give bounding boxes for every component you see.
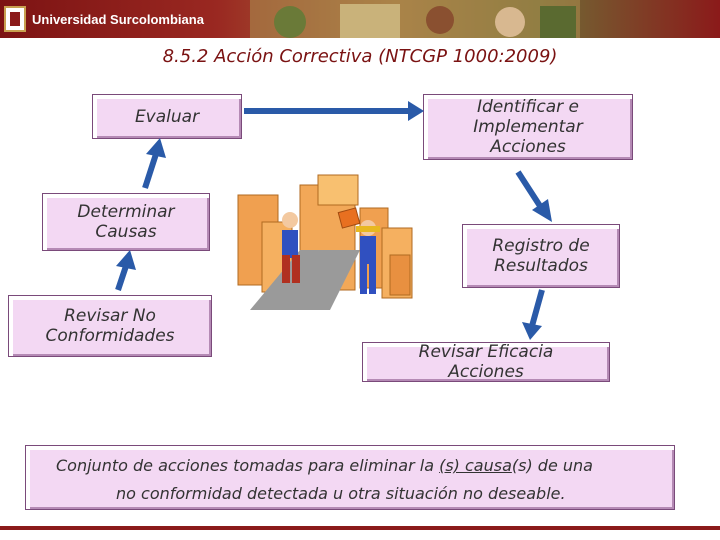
definition-causa: (s) causa bbox=[439, 456, 512, 475]
box-evaluar-label: Evaluar bbox=[134, 106, 200, 127]
page-title: 8.5.2 Acción Correctiva (NTCGP 1000:2009… bbox=[162, 46, 558, 67]
box-identificar: Identificar e Implementar Acciones bbox=[423, 94, 633, 160]
university-logo-icon bbox=[4, 6, 26, 32]
box-revisar-no-conformidades: Revisar No Conformidades bbox=[8, 295, 212, 357]
workers-illustration bbox=[237, 174, 413, 310]
arrow-registro-to-eficacia bbox=[522, 289, 545, 340]
box-registro-line2: Resultados bbox=[494, 256, 588, 276]
box-revisar-nc-line2: Conformidades bbox=[45, 326, 175, 346]
arrow-determinar-to-evaluar bbox=[142, 138, 166, 189]
box-determinar-line2: Causas bbox=[95, 222, 157, 242]
arrow-identificar-to-registro bbox=[515, 170, 552, 222]
box-revisar-eficacia: Revisar Eficacia Acciones bbox=[362, 342, 610, 382]
box-determinar: Determinar Causas bbox=[42, 193, 210, 251]
university-name: Universidad Surcolombiana bbox=[32, 12, 204, 27]
definition-line1-start: Conjunto de acciones tomadas para elimin… bbox=[56, 456, 440, 475]
box-identificar-line1: Identificar e bbox=[476, 97, 580, 117]
definition-line1-end: (s) de una bbox=[511, 456, 593, 475]
footer-bar bbox=[0, 520, 720, 540]
header-artwork bbox=[250, 0, 580, 38]
arrow-evaluar-to-identificar bbox=[244, 101, 424, 121]
arrow-revisar-to-determinar bbox=[115, 250, 136, 291]
box-registro-line1: Registro de bbox=[492, 236, 590, 256]
box-identificar-line3: Acciones bbox=[490, 137, 566, 157]
box-determinar-line1: Determinar bbox=[77, 202, 175, 222]
box-evaluar: Evaluar bbox=[92, 94, 242, 139]
definition-line2: no conformidad detectada u otra situació… bbox=[116, 484, 566, 503]
box-revisar-nc-line1: Revisar No bbox=[64, 306, 156, 326]
header-banner: Universidad Surcolombiana bbox=[0, 0, 720, 38]
definition-line1: Conjunto de acciones tomadas para elimin… bbox=[56, 456, 593, 475]
box-revisar-ef-line1: Revisar Eficacia bbox=[418, 342, 554, 362]
box-identificar-line2: Implementar bbox=[473, 117, 583, 137]
footer-line bbox=[0, 526, 720, 530]
box-revisar-ef-line2: Acciones bbox=[448, 362, 524, 382]
box-registro: Registro de Resultados bbox=[462, 224, 620, 288]
definition-box: Conjunto de acciones tomadas para elimin… bbox=[25, 445, 675, 510]
